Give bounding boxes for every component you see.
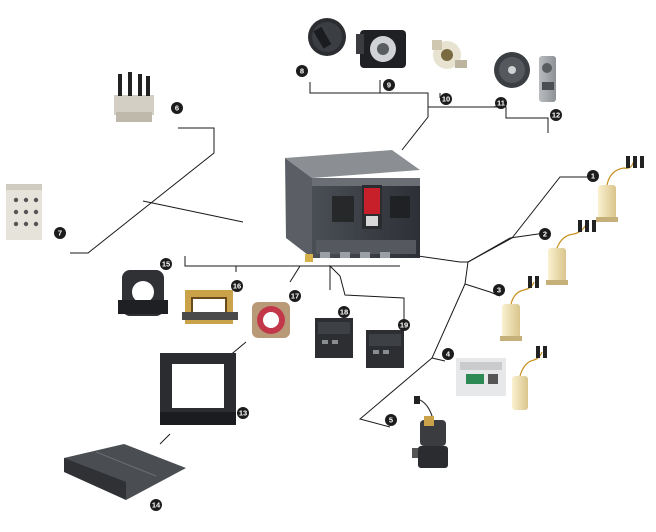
item-13-door-frame xyxy=(160,353,236,425)
callout-badge-11: 11 xyxy=(495,97,507,109)
callout-badge-14: 14 xyxy=(150,499,162,511)
svg-text:3: 3 xyxy=(497,286,501,295)
callout-badge-2: 2 xyxy=(539,228,551,240)
svg-text:8: 8 xyxy=(300,67,304,76)
item-1-shunt-coil xyxy=(596,156,644,222)
leader-top-bus xyxy=(309,82,549,133)
leader-right-bus xyxy=(417,232,546,263)
callout-badge-7: 7 xyxy=(54,227,66,239)
svg-text:1: 1 xyxy=(591,172,595,181)
leader-6-7 xyxy=(70,127,215,254)
callout-badge-9: 9 xyxy=(383,79,395,91)
callout-badges: 1 2 3 4 5 6 7 8 9 10 11 12 13 14 15 16 1… xyxy=(54,65,599,511)
leader-14 xyxy=(159,433,171,445)
item-17-toroidal-sensor xyxy=(252,302,290,338)
callout-badge-1: 1 xyxy=(587,170,599,182)
item-14-flap-cover xyxy=(64,444,186,500)
item-15-current-transformer xyxy=(118,270,168,316)
svg-text:11: 11 xyxy=(497,99,505,108)
item-9-rotary-mechanism xyxy=(356,30,406,68)
callout-badge-16: 16 xyxy=(231,280,243,292)
item-12-padlock-bracket xyxy=(539,56,556,102)
item-10-lock-module xyxy=(432,40,467,69)
svg-text:17: 17 xyxy=(291,292,299,301)
svg-text:4: 4 xyxy=(446,350,451,359)
callout-badge-15: 15 xyxy=(160,258,172,270)
callout-badge-12: 12 xyxy=(550,109,562,121)
callout-badge-3: 3 xyxy=(493,284,505,296)
callout-badge-17: 17 xyxy=(289,290,301,302)
item-18-control-module xyxy=(315,318,353,358)
callout-badge-5: 5 xyxy=(385,414,397,426)
svg-text:2: 2 xyxy=(543,230,547,239)
svg-text:5: 5 xyxy=(389,416,393,425)
leader-lines xyxy=(70,80,588,445)
air-circuit-breaker xyxy=(285,150,420,262)
item-7-terminal-block xyxy=(6,184,42,240)
item-19-power-module xyxy=(366,330,404,368)
callout-badge-4: 4 xyxy=(442,348,454,360)
item-4-delay-unit xyxy=(456,346,547,410)
item-16-rectangular-sensor xyxy=(182,290,238,324)
svg-text:7: 7 xyxy=(58,229,62,238)
callout-badge-18: 18 xyxy=(338,306,350,318)
item-11-keylock xyxy=(494,52,530,88)
svg-text:12: 12 xyxy=(552,111,560,120)
callout-badge-8: 8 xyxy=(296,65,308,77)
svg-text:10: 10 xyxy=(442,95,450,104)
callout-badge-13: 13 xyxy=(237,407,249,419)
item-5-motor-operator xyxy=(412,396,448,468)
svg-text:6: 6 xyxy=(175,104,179,113)
svg-text:9: 9 xyxy=(387,81,391,90)
svg-text:14: 14 xyxy=(152,501,161,510)
item-6-auxiliary-contacts xyxy=(114,72,154,122)
callout-badge-19: 19 xyxy=(398,319,410,331)
svg-text:18: 18 xyxy=(340,308,348,317)
svg-text:19: 19 xyxy=(400,321,408,330)
item-2-closing-coil xyxy=(546,220,596,285)
svg-text:13: 13 xyxy=(239,409,247,418)
callout-badge-10: 10 xyxy=(440,93,452,105)
svg-text:15: 15 xyxy=(162,260,170,269)
item-8-rotary-handle xyxy=(308,18,346,56)
callout-badge-6: 6 xyxy=(171,102,183,114)
item-3-undervoltage-release xyxy=(500,276,539,341)
svg-text:16: 16 xyxy=(233,282,241,291)
